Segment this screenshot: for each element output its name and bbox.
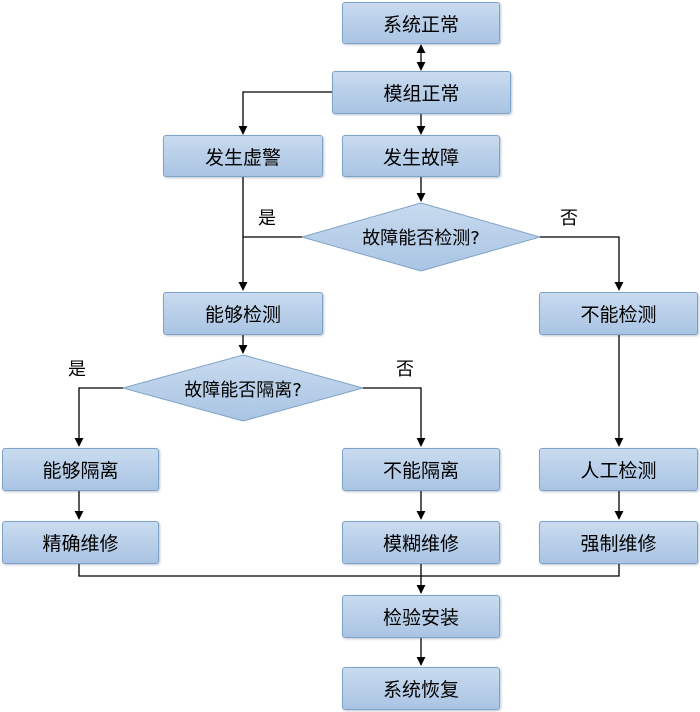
edge-label-yes-detect: 是 (258, 208, 276, 229)
node-precise-repair: 精确维修 (2, 521, 159, 564)
decision-diamond-isolate (121, 354, 365, 422)
node-inspect-install: 检验安装 (342, 595, 500, 638)
edge-decision-no (540, 236, 624, 291)
edge-isolate-no (363, 387, 426, 447)
decision-label-detect: 故障能否检测? (362, 228, 480, 249)
edge-label-yes-isolate: 是 (68, 359, 86, 380)
node-false-alarm: 发生虚警 (163, 135, 323, 177)
node-forced-repair: 强制维修 (539, 521, 698, 564)
edge-isolate-yes (74, 387, 123, 447)
node-can-isolate: 能够隔离 (2, 448, 159, 491)
edge-precise-merge (78, 564, 421, 577)
node-manual-detect: 人工检测 (539, 448, 698, 491)
node-module-normal: 模组正常 (332, 71, 511, 114)
node-system-restore: 系统恢复 (342, 667, 500, 710)
node-fault-occurs: 发生故障 (342, 135, 500, 177)
edge-label-no-isolate: 否 (396, 359, 414, 380)
decision-diamond-detect (300, 202, 542, 272)
node-can-detect: 能够检测 (163, 292, 323, 335)
node-system-normal: 系统正常 (342, 2, 500, 44)
node-cannot-isolate: 不能隔离 (342, 448, 500, 491)
node-cannot-detect: 不能检测 (539, 292, 698, 335)
decision-label-isolate: 故障能否隔离? (184, 380, 302, 401)
edge-forced-merge (421, 564, 620, 577)
edge-label-no-detect: 否 (560, 208, 578, 229)
edge-module-false-alarm (238, 91, 332, 135)
node-fuzzy-repair: 模糊维修 (342, 521, 500, 564)
